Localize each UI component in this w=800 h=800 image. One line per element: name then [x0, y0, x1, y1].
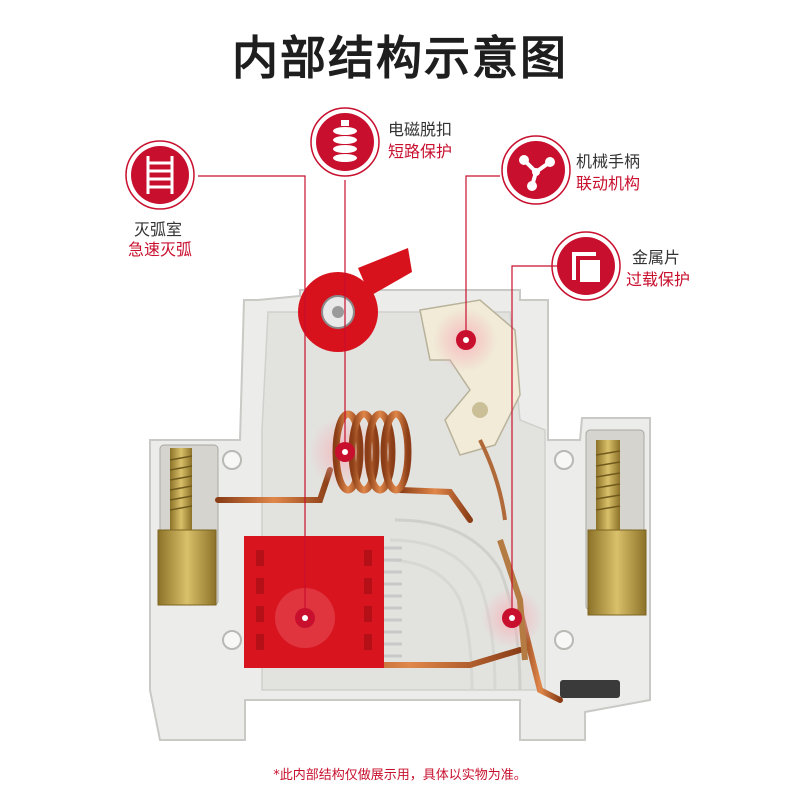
handle-label: 机械手柄 [576, 152, 641, 171]
footnote: *此内部结构仅做展示用，具体以实物为准。 [273, 768, 527, 783]
left-terminal [157, 444, 219, 606]
breaker-housing [149, 289, 651, 741]
handle-desc: 联动机构 [576, 174, 641, 193]
bimetal-label: 金属片 [632, 248, 681, 267]
metal-sheet-icon [551, 231, 621, 301]
arc-chamber-desc: 急速灭弧 [128, 240, 193, 259]
bimetal-desc: 过载保护 [626, 270, 691, 289]
arc-chamber-label: 灭弧室 [134, 220, 183, 239]
ladder-icon [125, 140, 195, 210]
callout-lines [198, 175, 557, 618]
rotary-knob [298, 248, 412, 352]
page-title: 内部结构示意图 [232, 31, 568, 85]
linkage-icon [501, 135, 571, 205]
coil-spring-icon [310, 107, 380, 177]
right-terminal [585, 429, 647, 616]
magnetic-release-desc: 短路保护 [388, 142, 453, 161]
magnetic-release-label: 电磁脱扣 [388, 120, 453, 139]
arc-chute [244, 536, 402, 668]
